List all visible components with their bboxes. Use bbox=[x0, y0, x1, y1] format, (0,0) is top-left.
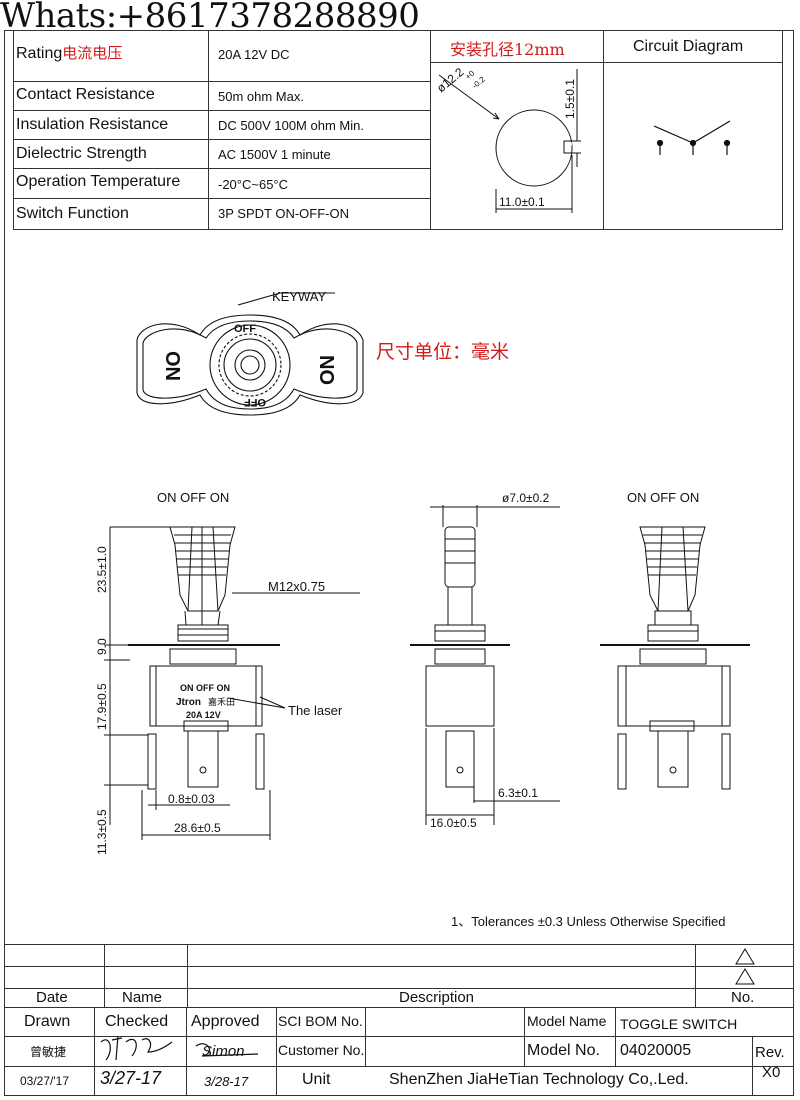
spec-label-rating-cn: 电流电压 bbox=[62, 44, 123, 62]
label-checked: Checked bbox=[105, 1013, 169, 1030]
body-mark-brand: Jtron bbox=[176, 697, 201, 708]
dim-height-body: 17.9±0.5 bbox=[95, 683, 109, 730]
label-drawn: Drawn bbox=[24, 1013, 71, 1030]
laser-label: The laser bbox=[288, 703, 343, 718]
dim-terminal-thickness: 0.8±0.03 bbox=[168, 792, 215, 806]
spec-value-switch-function: 3P SPDT ON-OFF-ON bbox=[218, 206, 349, 221]
title-col-date: Date bbox=[36, 989, 68, 1006]
spec-value-dielectric-strength: AC 1500V 1 minute bbox=[218, 147, 331, 162]
right-view-positions: ON OFF ON bbox=[627, 490, 699, 505]
body-mark-rating: 20A 12V bbox=[186, 710, 221, 720]
spec-value-insulation-resistance: DC 500V 100M ohm Min. bbox=[218, 118, 364, 133]
dim-height-terminal: 11.3±0.5 bbox=[95, 809, 109, 855]
label-approved: Approved bbox=[191, 1013, 260, 1030]
hole-key-depth-label: 1.5±0.1 bbox=[563, 79, 577, 119]
approved-signature: Simon 3/28-17 bbox=[195, 1043, 259, 1089]
circuit-diagram bbox=[653, 120, 731, 155]
drawn-date: 03/27/'17 bbox=[20, 1074, 70, 1088]
label-model-no: Model No. bbox=[527, 1042, 600, 1059]
model-name-value: TOGGLE SWITCH bbox=[620, 1016, 738, 1032]
dim-handle-diameter: ø7.0±0.2 bbox=[502, 491, 550, 505]
spec-label-rating: Rating电流电压 bbox=[16, 44, 123, 62]
spec-value-rating: 20A 12V DC bbox=[218, 47, 290, 62]
hole-dia-label: ø12.2 bbox=[434, 65, 467, 96]
keyway-label: KEYWAY bbox=[272, 289, 327, 304]
dim-height-handle: 23.5±1.0 bbox=[95, 546, 109, 593]
plate-on-left: ON bbox=[161, 351, 183, 381]
spec-label-dielectric-strength: Dielectric Strength bbox=[16, 145, 147, 162]
unit-note: 尺寸单位：毫米 bbox=[376, 341, 510, 363]
circuit-diagram-title: Circuit Diagram bbox=[633, 38, 744, 55]
title-col-no: No. bbox=[731, 989, 755, 1006]
spec-label-operation-temperature: Operation Temperature bbox=[16, 173, 181, 190]
spec-label-switch-function: Switch Function bbox=[16, 205, 129, 222]
spec-value-operation-temperature: -20°C~65°C bbox=[218, 177, 289, 192]
approved-date: 3/28-17 bbox=[204, 1074, 249, 1089]
title-col-name: Name bbox=[122, 989, 163, 1006]
label-model-name: Model Name bbox=[527, 1013, 607, 1029]
body-mark-cn: 嘉禾田 bbox=[208, 696, 235, 707]
spec-label-insulation-resistance: Insulation Resistance bbox=[16, 116, 169, 133]
spec-table-border bbox=[13, 30, 783, 230]
plate-off-top: OFF bbox=[234, 323, 256, 335]
hole-width-label: 11.0±0.1 bbox=[499, 195, 545, 209]
title-col-description: Description bbox=[399, 989, 475, 1006]
dim-height-bushing: 9.0 bbox=[95, 638, 109, 655]
approved-sig: Simon bbox=[202, 1043, 245, 1060]
drawn-name: 曾敏捷 bbox=[30, 1045, 67, 1059]
plate-on-right: ON bbox=[317, 355, 339, 385]
label-customer-no: Customer No. bbox=[278, 1042, 365, 1058]
mount-hole-title: 安装孔径12mm bbox=[450, 40, 565, 59]
tolerance-note: 1、Tolerances ±0.3 Unless Otherwise Speci… bbox=[451, 914, 726, 929]
plate-off-bottom: OFF bbox=[244, 396, 266, 408]
dim-terminal-width: 6.3±0.1 bbox=[498, 786, 538, 800]
mount-hole-drawing: ø12.2 +0 -0.2 1.5±0.1 11.0±0.1 bbox=[434, 65, 581, 213]
revision-triangles bbox=[735, 948, 755, 985]
thread-label: M12x0.75 bbox=[268, 579, 325, 594]
spec-value-contact-resistance: 50m ohm Max. bbox=[218, 89, 304, 104]
rev-value: X0 bbox=[762, 1064, 781, 1081]
model-no-value: 04020005 bbox=[620, 1042, 692, 1059]
switch-side-views: ON OFF ON ON OFF ON M12x0.75 The laser O… bbox=[95, 490, 750, 855]
checked-signature: 3/27-17 bbox=[100, 1035, 173, 1088]
dim-body-width: 16.0±0.5 bbox=[430, 816, 477, 830]
spec-label-contact-resistance: Contact Resistance bbox=[16, 86, 155, 103]
body-mark-positions: ON OFF ON bbox=[180, 683, 230, 693]
label-rev: Rev. bbox=[755, 1044, 785, 1061]
label-sci-bom: SCI BOM No. bbox=[278, 1013, 363, 1029]
keyway-plate-drawing: ON ON OFF OFF KEYWAY bbox=[136, 289, 364, 416]
label-unit: Unit bbox=[302, 1071, 331, 1088]
dim-total-width: 28.6±0.5 bbox=[174, 821, 221, 835]
company-name: ShenZhen JiaHeTian Technology Co,.Led. bbox=[389, 1071, 689, 1088]
left-view-positions: ON OFF ON bbox=[157, 490, 229, 505]
checked-date: 3/27-17 bbox=[100, 1068, 162, 1088]
